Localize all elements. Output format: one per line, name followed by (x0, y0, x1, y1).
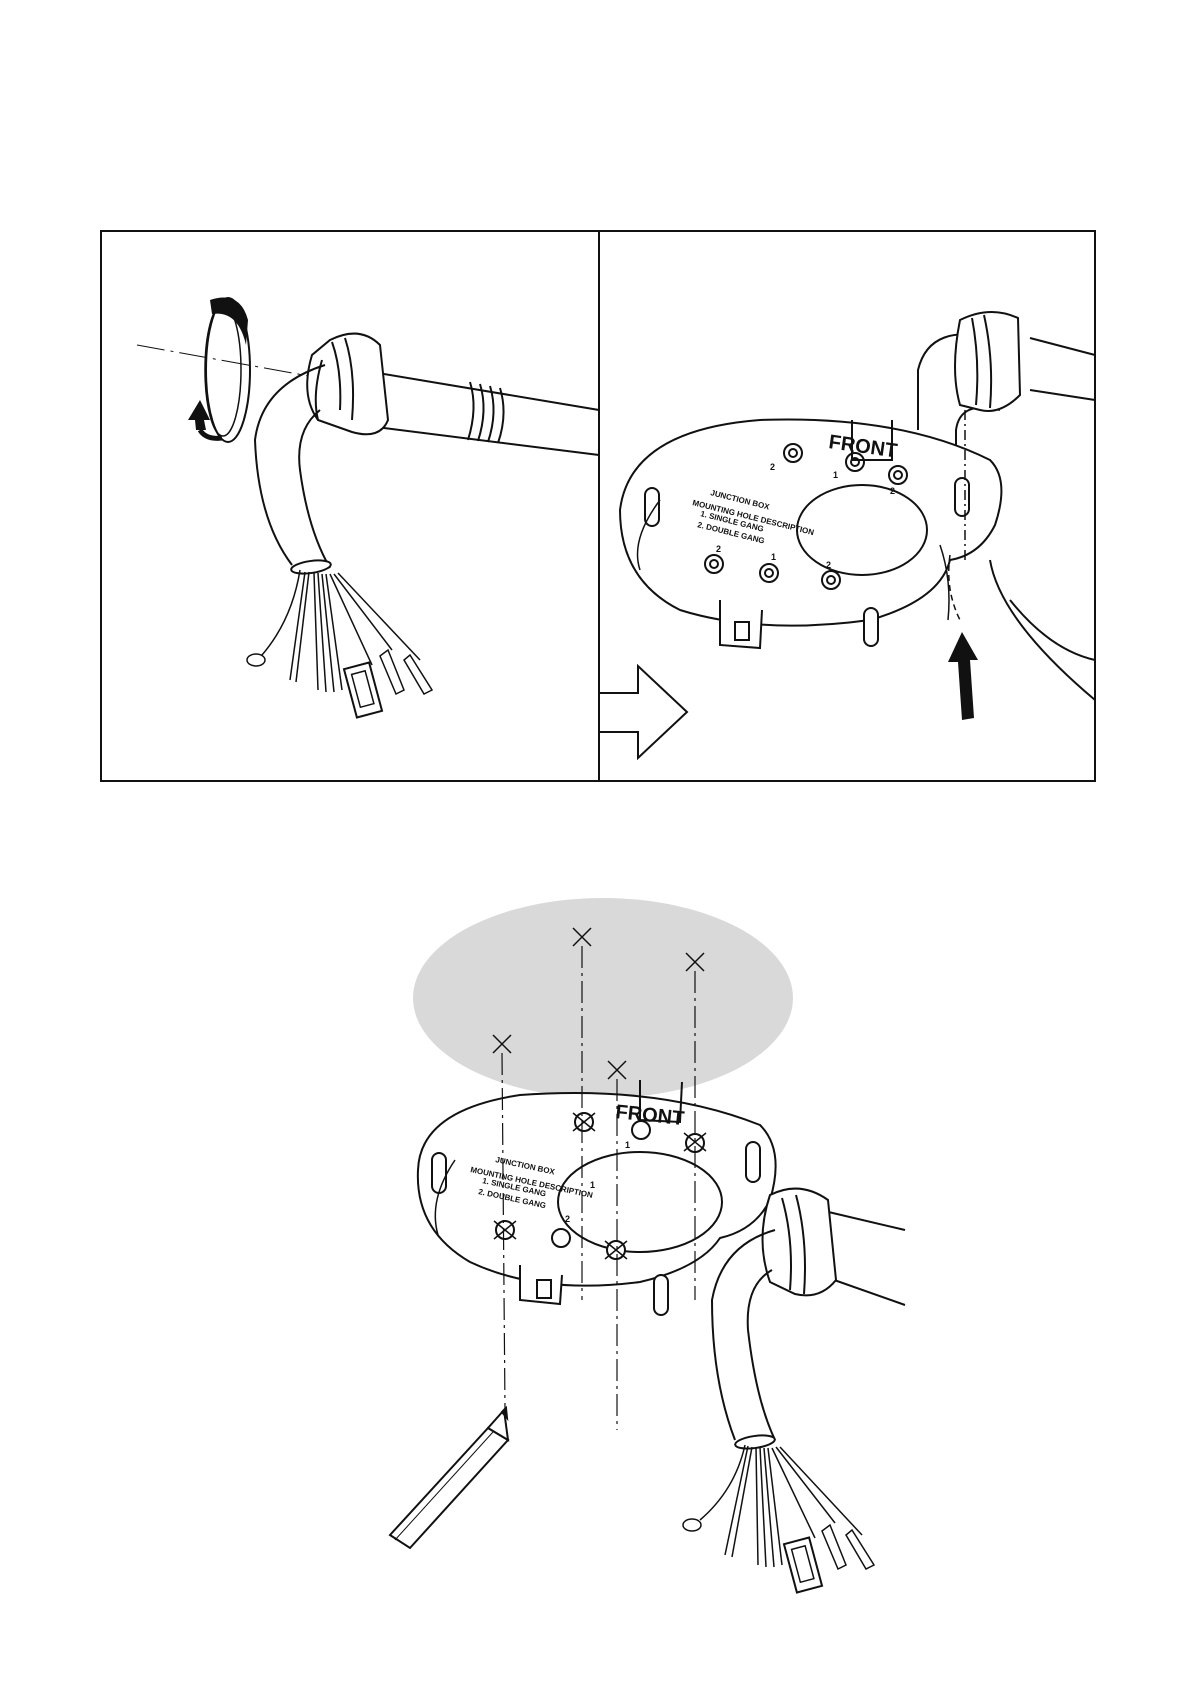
plate-hole-number: 1 (833, 470, 838, 480)
cable-grommet (307, 334, 388, 435)
plate-hole-number: 1 (771, 552, 776, 562)
plate-hole-number: 2 (770, 462, 775, 472)
mounting-plate (418, 1080, 776, 1315)
plate-hole-number: 1 (590, 1180, 595, 1190)
next-step-arrow-icon (599, 666, 687, 758)
ceiling-surface (413, 898, 793, 1098)
cable-pipe (360, 370, 599, 455)
rotation-axis-line (137, 345, 320, 378)
step-3-diagram: FRONT JUNCTION BOX MOUNTING HOLE DESCRIP… (390, 898, 905, 1593)
step-1-frame (101, 231, 599, 781)
step-1-panel (101, 231, 599, 781)
cable-grommet (763, 1189, 837, 1296)
plate-hole-number: 2 (716, 544, 721, 554)
cable-wires (683, 1445, 874, 1593)
rotation-ring-icon (188, 298, 250, 443)
plate-hole-number: 1 (625, 1140, 630, 1150)
plate-hole-number: 2 (565, 1214, 570, 1224)
push-up-arrow-icon (948, 632, 978, 720)
plate-hole-number: 2 (890, 486, 895, 496)
pencil-icon (390, 1408, 508, 1548)
plate-hole-number: 2 (826, 560, 831, 570)
cable-grommet (955, 312, 1020, 411)
cable-wires (247, 570, 432, 718)
